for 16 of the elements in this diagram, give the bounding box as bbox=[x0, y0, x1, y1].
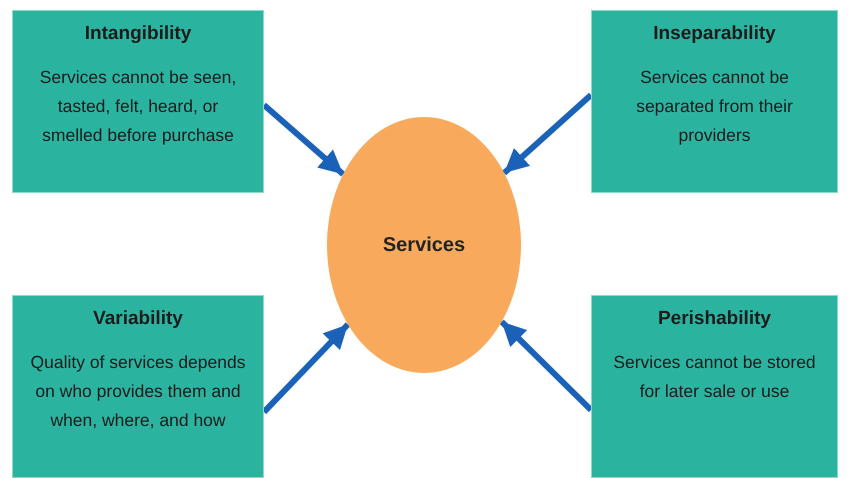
arrow bbox=[502, 92, 593, 176]
box-description: Services cannot be stored for later sale or use bbox=[612, 351, 817, 403]
characteristic-box bbox=[591, 10, 838, 193]
center-label: Services bbox=[382, 233, 466, 258]
characteristic-box bbox=[591, 295, 838, 478]
box-heading: Intangibility bbox=[84, 22, 192, 46]
characteristic-box bbox=[12, 295, 264, 478]
box-heading: Perishability bbox=[658, 307, 771, 331]
box-description: Services cannot be separated from their providers bbox=[635, 66, 794, 147]
box-description: Services cannot be seen, tasted, felt, heard, or smelled before purchase bbox=[38, 66, 238, 147]
arrow bbox=[500, 320, 594, 412]
box-heading: Inseparability bbox=[653, 22, 776, 46]
arrow bbox=[262, 102, 346, 177]
box-description: Quality of services depends on who provides them and when, where, and how bbox=[30, 351, 246, 432]
box-heading: Variability bbox=[93, 307, 183, 331]
characteristic-box bbox=[12, 10, 264, 193]
